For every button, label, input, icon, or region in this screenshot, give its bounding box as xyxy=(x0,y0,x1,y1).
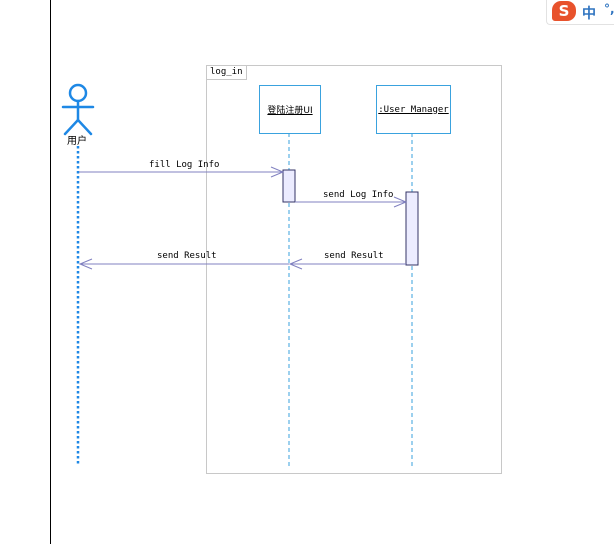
ime-mode-indicator[interactable]: 中 xyxy=(582,6,596,22)
message-arrow-fill-log-info[interactable] xyxy=(79,166,285,178)
message-label-send-result-to-ui: send Result xyxy=(324,251,384,261)
message-label-send-result-to-actor: send Result xyxy=(157,251,217,261)
lifeline-box-login-ui-label: 登陆注册UI xyxy=(267,106,313,116)
message-arrow-send-result-to-ui[interactable] xyxy=(288,258,406,270)
message-label-send-log-info: send Log Info xyxy=(323,190,394,200)
window-left-border xyxy=(50,0,51,544)
lifeline-box-login-ui[interactable]: 登陆注册UI xyxy=(259,85,321,134)
interaction-frame[interactable]: log_in xyxy=(206,65,502,474)
message-label-fill-log-info: fill Log Info xyxy=(149,160,220,170)
message-arrow-send-log-info[interactable] xyxy=(295,196,408,208)
ui-activation-bar[interactable] xyxy=(282,169,296,203)
lifeline-box-user-manager[interactable]: :User_Manager xyxy=(376,85,451,134)
user-manager-activation-bar[interactable] xyxy=(405,191,419,266)
message-arrow-send-result-to-actor[interactable] xyxy=(78,258,289,270)
actor-icon[interactable] xyxy=(61,83,95,136)
actor-label: 用户 xyxy=(67,136,87,147)
ime-punctuation-indicator[interactable]: °, xyxy=(604,2,614,16)
frame-label: log_in xyxy=(207,66,247,80)
ime-toolbar[interactable]: S 中 °, xyxy=(546,0,614,25)
lifeline-box-user-manager-label: :User_Manager xyxy=(378,104,449,115)
sogou-logo-icon[interactable]: S xyxy=(552,1,576,21)
